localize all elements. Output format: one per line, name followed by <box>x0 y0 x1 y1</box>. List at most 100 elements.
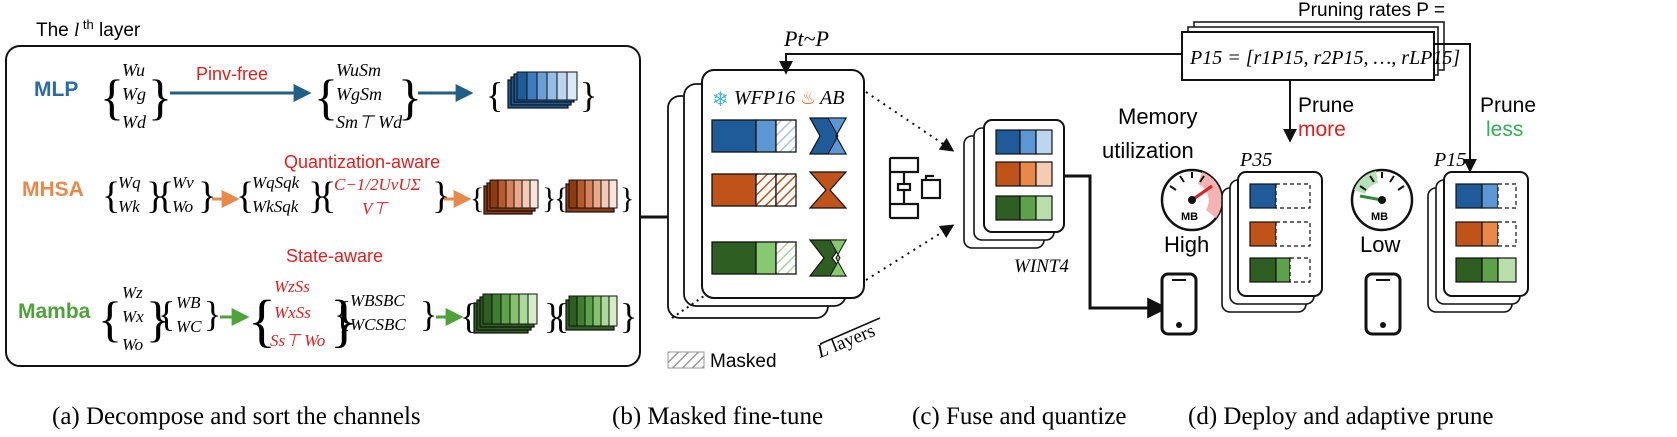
brace-right: } <box>398 69 422 125</box>
gauge-low-icon: MB <box>1350 168 1414 232</box>
mhsa-method: Quantization-aware <box>284 152 440 172</box>
brace-left: { <box>334 294 351 334</box>
brace-right: } <box>580 75 597 115</box>
brace-left: { <box>100 69 124 125</box>
mlp-output-2: Sm⊤ Wd <box>336 112 403 132</box>
mhsa-input-qk-0: Wq <box>118 173 141 192</box>
prune-less-label: Prune <box>1480 94 1536 117</box>
prune-less-emphasis: less <box>1486 118 1523 141</box>
dotted-arrow-top <box>865 91 955 152</box>
brace-right: } <box>198 175 216 217</box>
brace-left: { <box>158 294 175 334</box>
caption-b: (b) Masked fine-tune <box>612 403 823 430</box>
brace-left: { <box>98 291 122 347</box>
prune-more-label: Prune <box>1298 94 1354 117</box>
mhsa-input-vo-1: Wo <box>172 197 193 216</box>
mamba-output-bc-1: WCSBC <box>350 315 406 334</box>
layer-box <box>5 45 641 367</box>
layers-label: L layers <box>813 320 878 363</box>
mhsa-input-qk-1: Wk <box>118 197 140 216</box>
brace-left: { <box>314 69 338 125</box>
brace-left: { <box>470 182 484 215</box>
gauge-high-icon: MB <box>1160 168 1224 232</box>
pruning-rates-title: Pruning rates P = <box>1298 0 1445 21</box>
brace-left: { <box>156 175 174 217</box>
brace-right: } <box>542 182 556 215</box>
mamba-input-bc-1: WC <box>176 317 202 336</box>
masked-legend-swatch <box>667 351 705 369</box>
utilization-label: utilization <box>1102 138 1194 163</box>
mhsa-extra-0: C−1/2UvUΣ <box>334 175 421 194</box>
arrow-to-device <box>1064 174 1169 319</box>
stack-dots <box>671 295 705 319</box>
brace-left: { <box>554 182 568 215</box>
panel-d: Pruning rates P = P15 = [r1P15, r2P15, …… <box>779 0 1536 430</box>
brace-left: { <box>102 175 120 217</box>
int4-label: WINT4 <box>1014 256 1069 277</box>
caption-a: (a) Decompose and sort the channels <box>52 403 421 430</box>
mamba-input-1: Wx <box>122 307 144 326</box>
mhsa-sorted-stack <box>483 179 539 215</box>
brace-right: } <box>146 175 164 217</box>
mhsa-vo-stack <box>565 179 618 213</box>
sample-arrow <box>779 53 1182 75</box>
layer-title: The l th layer <box>36 17 141 42</box>
mamba-input-0: Wz <box>122 283 143 302</box>
memory-low-label: Low <box>1360 232 1400 257</box>
mamba-method: State-aware <box>286 246 383 266</box>
panel-a: The l th layer MLP { Wu Wg Wd } Pinv-fre… <box>5 17 641 430</box>
mlp-output-1: WgSm <box>336 84 382 104</box>
mamba-input-2: Wo <box>122 335 143 354</box>
fp16-weights-label: WFP16 <box>734 87 795 109</box>
adapter-blue <box>808 117 848 155</box>
dotted-arrow-bottom <box>865 224 955 281</box>
prune-less-arrow <box>1434 43 1477 173</box>
brace-left: { <box>460 296 477 336</box>
p15-label: P15 <box>1433 149 1466 171</box>
brace-right: } <box>146 291 170 347</box>
brace-right: } <box>148 69 172 125</box>
mhsa-extra-1: V⊤ <box>362 199 389 218</box>
mlp-output-0: WuSm <box>336 60 381 80</box>
adapter-orange <box>808 171 848 209</box>
pruning-formula: P15 = [r1P15, r2P15, …, rLP15] <box>1189 47 1460 69</box>
snowflake-icon: ❄ <box>712 89 729 111</box>
mamba-output-2: Ss⊤ Wo <box>270 331 325 350</box>
mamba-label: Mamba <box>18 300 91 323</box>
caption-d: (d) Deploy and adaptive prune <box>1188 403 1493 430</box>
masked-legend-label: Masked <box>710 351 777 372</box>
brace-left: { <box>318 175 336 217</box>
mlp-sorted-stack <box>507 71 578 109</box>
phone-icon-2 <box>1364 272 1402 336</box>
fire-icon: ♨ <box>800 88 816 108</box>
gauge-unit: MB <box>1181 211 1198 223</box>
prune-more-emphasis: more <box>1298 118 1346 141</box>
phone-icon <box>1160 272 1198 336</box>
mhsa-input-vo-0: Wv <box>172 173 194 192</box>
brace-right: } <box>308 175 326 217</box>
memory-high-label: High <box>1164 232 1209 257</box>
brace-right: } <box>620 182 634 215</box>
brace-left: { <box>236 175 254 217</box>
memory-label: Memory <box>1118 104 1197 129</box>
brace-right: } <box>330 288 358 353</box>
adapter-green <box>808 239 848 277</box>
quantize-clamp-icon <box>888 156 942 220</box>
pruning-formula-box <box>1181 31 1435 81</box>
gauge-unit-low: MB <box>1371 211 1388 223</box>
brace-left: { <box>248 288 276 353</box>
mlp-input-2: Wd <box>122 112 147 132</box>
panel-b: ❄ WFP16 ♨ AB Masked L layers <box>612 69 881 430</box>
mamba-bc-stack <box>565 295 618 331</box>
mhsa-label: MHSA <box>22 178 84 201</box>
mamba-output-bc-0: WBSBC <box>350 291 405 310</box>
panel-c: WINT4 (c) Fuse and quantize <box>888 119 1127 430</box>
mlp-input-1: Wg <box>122 84 146 104</box>
mamba-output-1: WxSs <box>274 303 311 322</box>
mamba-sorted-stack <box>473 293 538 334</box>
mlp-label: MLP <box>34 78 78 101</box>
p35-label: P35 <box>1239 149 1272 171</box>
mlp-method: Pinv-free <box>196 64 268 84</box>
adapter-label: AB <box>818 87 844 109</box>
